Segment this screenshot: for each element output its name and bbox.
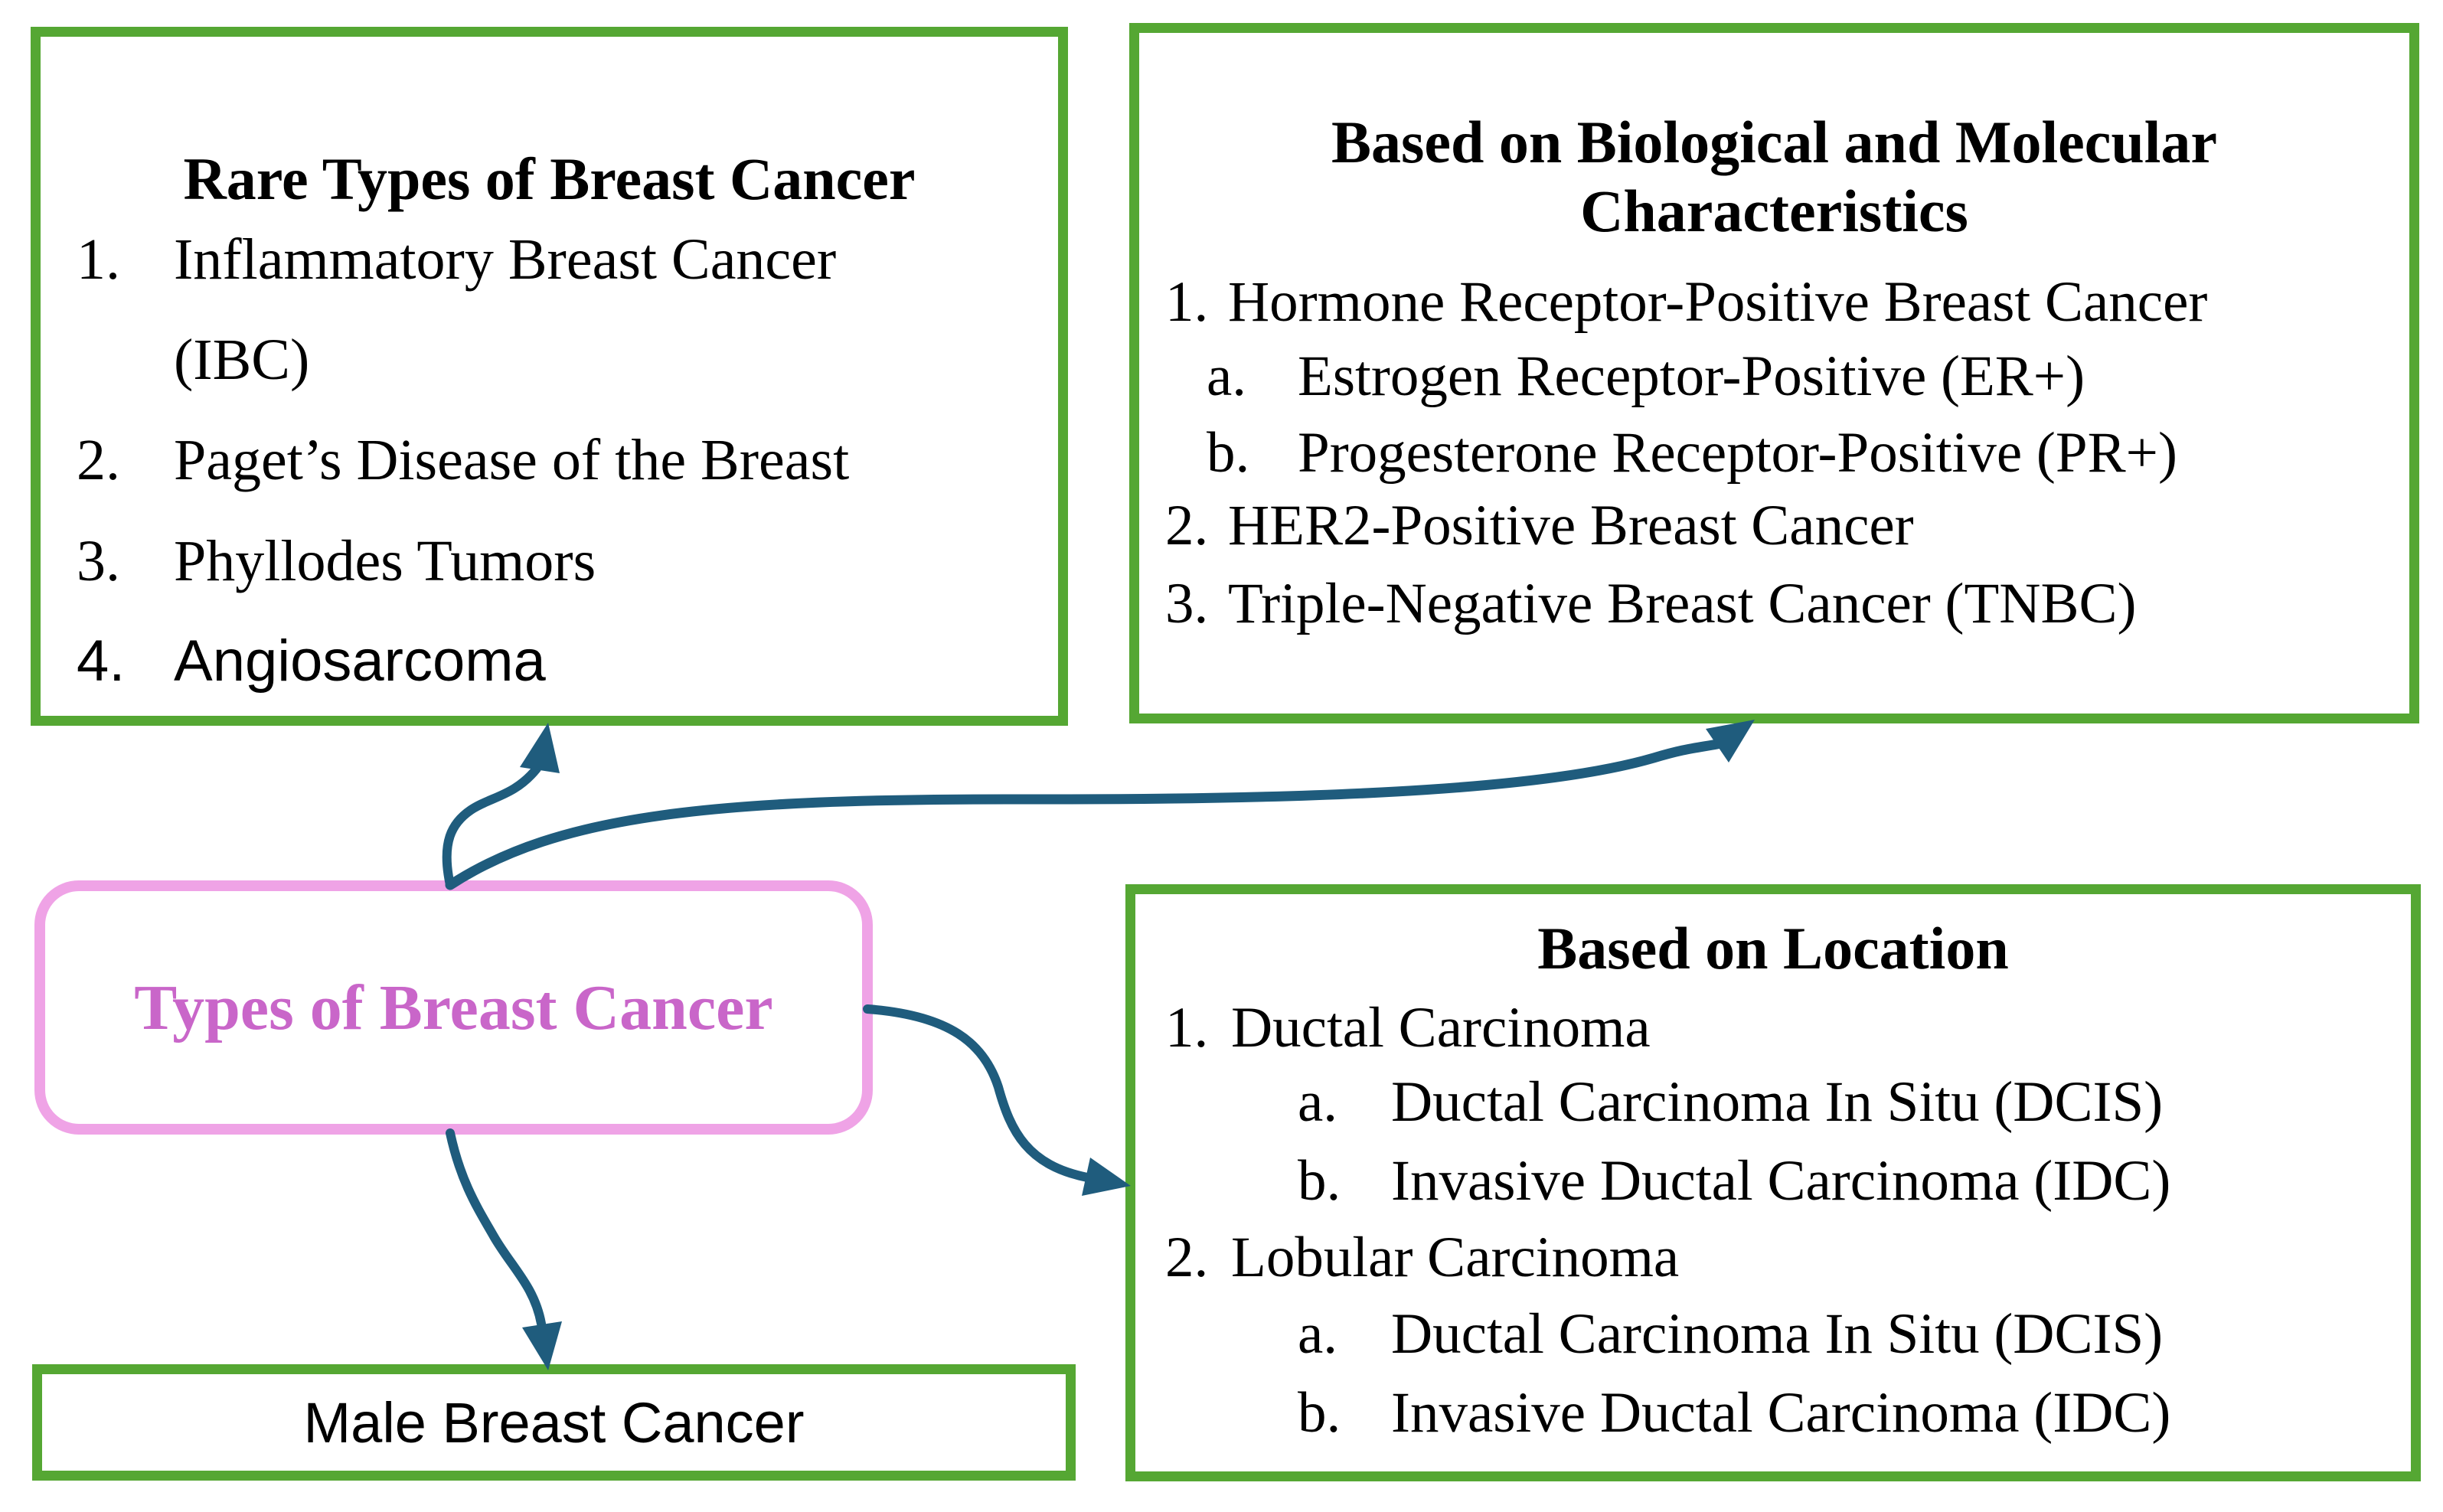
list-item: 1. Ductal Carcinoma <box>1165 995 1651 1061</box>
list-item-continuation: (IBC) <box>174 327 309 394</box>
list-marker: a. <box>1298 1302 1338 1366</box>
list-marker: 1. <box>1165 270 1209 334</box>
list-item-text: Hormone Receptor-Positive Breast Cancer <box>1228 270 2208 334</box>
arrow-to-biological <box>445 739 1723 890</box>
list-subitem: a. Ductal Carcinoma In Situ (DCIS) <box>1298 1301 2163 1367</box>
list-item: 1. Hormone Receptor-Positive Breast Cance… <box>1165 269 2207 335</box>
list-item-text: HER2-Positive Breast Cancer <box>1228 494 1914 557</box>
list-item-text: Phyllodes Tumors <box>174 529 596 593</box>
list-marker: 1. <box>77 227 120 292</box>
list-item: 2. Paget’s Disease of the Breast <box>77 427 849 494</box>
list-item-text: Paget’s Disease of the Breast <box>174 428 850 492</box>
list-marker: b. <box>1298 1149 1341 1213</box>
list-item-text: Invasive Ductal Carcinoma (IDC) <box>1391 1149 2171 1213</box>
list-marker: 1. <box>1165 996 1209 1060</box>
list-item-text: Triple-Negative Breast Cancer (TNBC) <box>1228 572 2137 635</box>
arrow-to-male <box>446 1128 546 1328</box>
list-item: 2. HER2-Positive Breast Cancer <box>1165 493 1914 559</box>
list-item-text: Ductal Carcinoma In Situ (DCIS) <box>1391 1070 2164 1134</box>
list-item: 3. Phyllodes Tumors <box>77 528 596 595</box>
list-item-text: Ductal Carcinoma In Situ (DCIS) <box>1391 1302 2164 1366</box>
list-marker: 3. <box>1165 572 1209 635</box>
rare-types-box: Rare Types of Breast Cancer 1. Inflammato… <box>31 27 1068 726</box>
list-item-text: Angiosarcoma <box>174 629 546 694</box>
list-marker: a. <box>1207 345 1247 408</box>
list-item: 1. Inflammatory Breast Cancer <box>77 227 836 293</box>
location-box: Based on Location 1. Ductal Carcinoma a. D… <box>1125 884 2421 1481</box>
list-item-text: Inflammatory Breast Cancer <box>174 227 837 292</box>
male-breast-cancer-box: Male Breast Cancer <box>32 1364 1076 1481</box>
arrow-to-rare-types <box>442 764 541 890</box>
biological-molecular-box: Based on Biological and Molecular Charac… <box>1129 23 2419 723</box>
arrow-to-location-head <box>1082 1158 1131 1196</box>
list-item-text: Estrogen Receptor-Positive (ER+) <box>1298 345 2085 408</box>
list-item-text: Lobular Carcinoma <box>1231 1226 1680 1289</box>
list-subitem: a. Ductal Carcinoma In Situ (DCIS) <box>1298 1070 2163 1135</box>
location-title: Based on Location <box>1537 915 2009 981</box>
center-box-label: Types of Breast Cancer <box>134 972 773 1043</box>
list-subitem: a. Estrogen Receptor-Positive (ER+) <box>1207 344 2085 410</box>
rare-types-title: Rare Types of Breast Cancer <box>183 145 916 212</box>
types-of-breast-cancer-box: Types of Breast Cancer <box>34 880 873 1135</box>
list-subitem: b. Progesterone Receptor-Positive (PR+) <box>1207 420 2177 486</box>
list-marker: 2. <box>1165 1226 1209 1289</box>
list-marker: 2. <box>1165 494 1209 557</box>
arrow-to-location <box>863 1004 1092 1182</box>
list-item-text: Ductal Carcinoma <box>1231 996 1651 1060</box>
arrow-to-biological-head <box>1706 720 1755 763</box>
male-box-label: Male Breast Cancer <box>303 1390 805 1455</box>
list-marker: 4. <box>77 629 126 694</box>
list-marker: 2. <box>77 428 120 492</box>
list-item-text: Progesterone Receptor-Positive (PR+) <box>1298 421 2177 485</box>
list-marker: 3. <box>77 529 120 593</box>
list-item: 3. Triple-Negative Breast Cancer (TNBC) <box>1165 571 2137 637</box>
list-subitem: b. Invasive Ductal Carcinoma (IDC) <box>1298 1148 2170 1214</box>
list-item: 2. Lobular Carcinoma <box>1165 1225 1679 1291</box>
biological-title-line1: Based on Biological and Molecular <box>1331 109 2218 175</box>
list-marker: a. <box>1298 1070 1338 1134</box>
arrow-to-male-head <box>522 1321 562 1370</box>
list-item-text: Invasive Ductal Carcinoma (IDC) <box>1391 1381 2171 1445</box>
list-item-text: (IBC) <box>174 328 310 392</box>
list-marker: b. <box>1298 1381 1341 1445</box>
arrow-to-rare-types-head <box>520 723 560 773</box>
list-subitem: b. Invasive Ductal Carcinoma (IDC) <box>1298 1380 2170 1446</box>
biological-title-line2: Characteristics <box>1580 178 1968 244</box>
list-item: 4. Angiosarcoma <box>77 628 546 694</box>
list-marker: b. <box>1207 421 1250 485</box>
